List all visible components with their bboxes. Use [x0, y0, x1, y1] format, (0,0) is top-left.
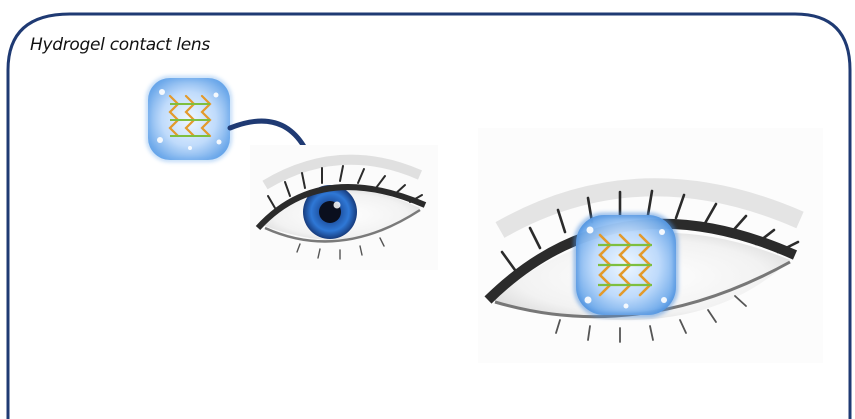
- eye-with-lens-icon: [478, 128, 823, 363]
- diagram-caption: Hydrogel contact lens: [30, 35, 210, 55]
- eye-icon: [250, 145, 438, 270]
- hydrogel-lens-icon: [148, 78, 230, 160]
